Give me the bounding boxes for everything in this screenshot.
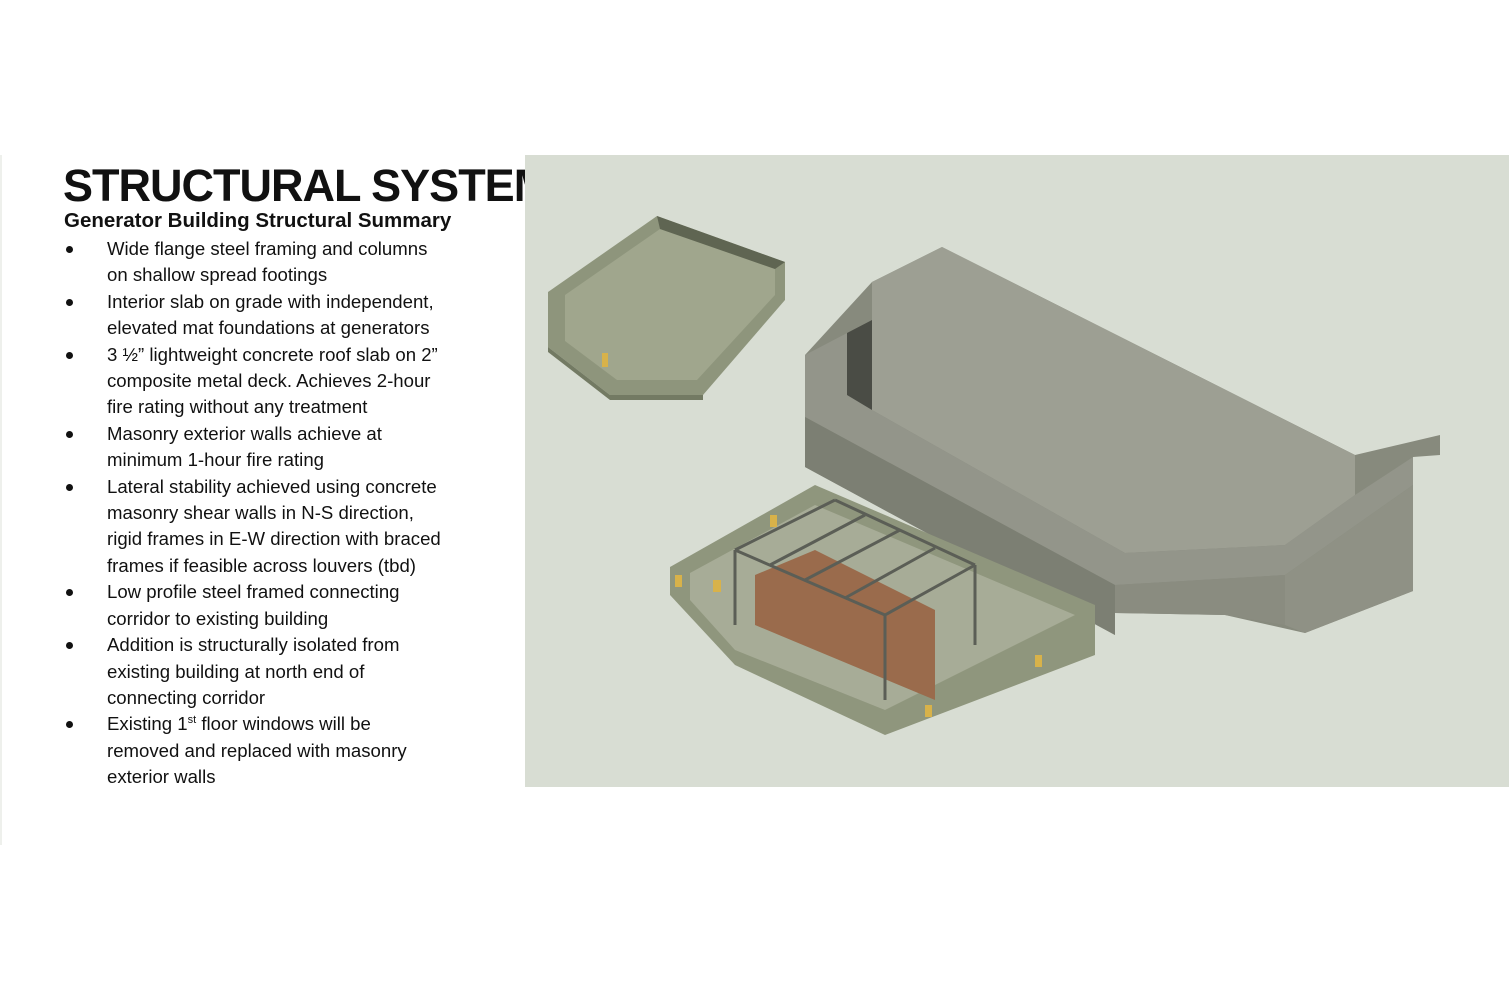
building-3d-model [548,216,1440,735]
bullet-text: 3 ½” lightweight concrete roof slab on 2… [107,343,438,365]
bullet-item: Wide flange steel framing and columns on… [60,236,441,289]
bullet-item: Existing 1st floor windows will be remov… [60,711,441,790]
bullet-dot-icon [66,430,73,438]
bullet-text: Low profile steel framed connecting [107,581,400,603]
bullet-dot-icon [66,246,73,253]
bullet-dot-icon [66,721,73,729]
bullet-text: corridor to existing building [107,607,329,629]
bullet-item: 3 ½” lightweight concrete roof slab on 2… [60,342,441,421]
bullet-text: minimum 1-hour fire rating [107,449,324,471]
bullet-text: Lateral stability achieved using concret… [107,475,437,497]
bullet-list: Wide flange steel framing and columns on… [60,236,441,791]
bullet-item: Lateral stability achieved using concret… [60,474,441,580]
bullet-text: Interior slab on grade with independent, [107,290,434,312]
bullet-item: Addition is structurally isolated from e… [60,632,441,711]
bullet-text: Masonry exterior walls achieve at [107,422,382,444]
bullet-item: Interior slab on grade with independent,… [60,289,441,342]
building-model-image [525,155,1509,787]
bullet-text: on shallow spread footings [107,264,328,286]
bullet-text: existing building at north end of [107,660,365,682]
page-subtitle: Generator Building Structural Summary [64,209,452,232]
generator-building-addition [670,485,1095,735]
bullet-text: frames if feasible across louvers (tbd) [107,554,416,576]
bullet-item: Masonry exterior walls achieve at minimu… [60,421,441,474]
bullet-text: Existing 1st floor windows will be [107,713,371,735]
roof-tray-block [548,216,785,400]
bullet-text: fire rating without any treatment [107,396,368,418]
bullet-dot-icon [66,642,73,650]
slide-edge [0,155,2,845]
bullet-text: Addition is structurally isolated from [107,634,400,656]
bullet-dot-icon [66,483,73,491]
bullet-text: elevated mat foundations at generators [107,317,430,339]
bullet-text: rigid frames in E-W direction with brace… [107,528,441,550]
bullet-text: masonry shear walls in N-S direction, [107,502,414,524]
page-title: STRUCTURAL SYSTEM [63,160,551,211]
bullet-dot-icon [66,298,73,306]
bullet-item: Low profile steel framed connecting corr… [60,579,441,632]
bullet-text: connecting corridor [107,686,266,708]
bullet-text: Wide flange steel framing and columns [107,238,428,259]
bullet-text: removed and replaced with masonry [107,739,407,761]
bullet-text: composite metal deck. Achieves 2-hour [107,370,431,392]
bullet-text: exterior walls [107,766,216,788]
bullet-dot-icon [66,351,73,359]
bullet-dot-icon [66,589,73,597]
